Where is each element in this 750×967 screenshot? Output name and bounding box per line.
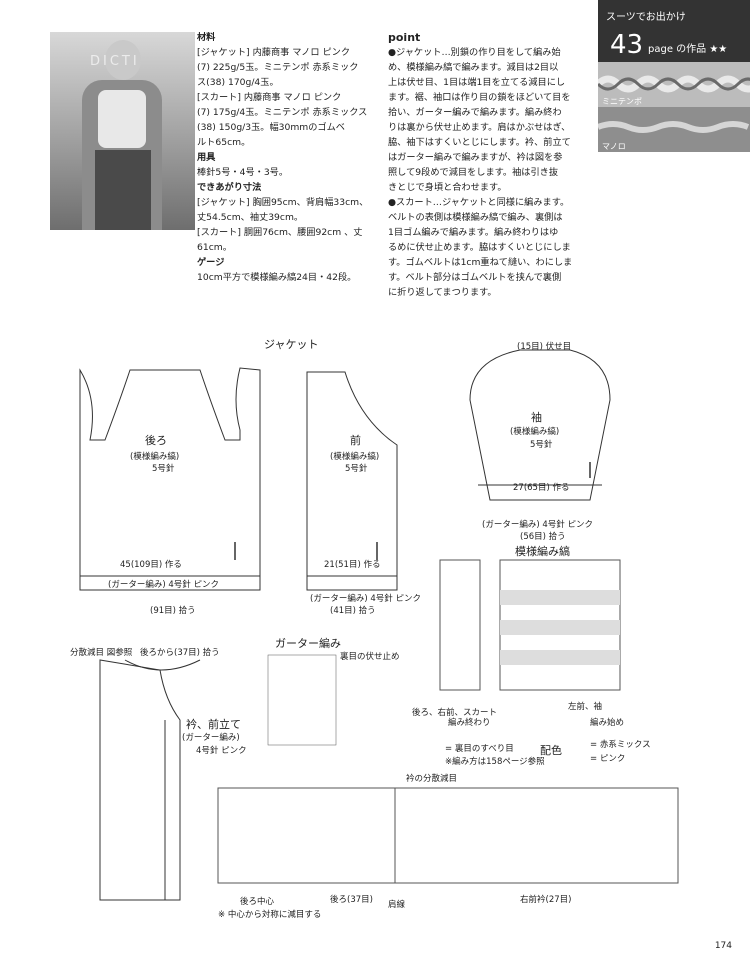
garter-chart-grid <box>267 654 337 746</box>
jacket-label: ジャケット <box>264 338 319 351</box>
collar-piece-outline <box>99 659 181 901</box>
point-line: ます。裾、袖口は作り目の鎖をほどいて目を <box>388 92 571 103</box>
materials-block: 材料 [ジャケット] 内藤商事 マノロ ピンク (7) 225g/5玉。ミニテン… <box>197 30 382 285</box>
front-garter: (ガーター編み) 4号針 ピンク <box>310 594 421 604</box>
back-needle: 5号針 <box>152 464 175 474</box>
back-width: (91目) 拾う <box>150 606 196 616</box>
point-line: 照して9段めで減目をします。袖は引き抜 <box>388 167 559 178</box>
sleeve-top: (15目) 伏せ目 <box>517 342 572 352</box>
size-heading: できあがり寸法 <box>197 182 262 193</box>
size-line: [スカート] 胴囲76cm、腰囲92cm 、丈 <box>197 227 363 238</box>
sleeve-title: 袖 <box>531 411 542 424</box>
stripe-bottom1: 後ろ、右前、スカート <box>412 708 498 718</box>
legend-color1: = 赤系ミックス <box>590 740 651 750</box>
point-line: す。ゴムベルトは1cm重ねて縫い、わにしま <box>388 257 573 268</box>
gauge-heading: ゲージ <box>197 257 225 268</box>
materials-line: (38) 150g/3玉。幅30mmのゴムベ <box>197 122 345 133</box>
sleeve-outline <box>469 349 611 501</box>
stripe-chart-title: 模様編み縞 <box>515 545 570 558</box>
back-garter: (ガーター編み) 4号針 ピンク <box>108 580 219 590</box>
model-photo: DICTI <box>50 32 195 230</box>
garter-chart-note: 裏目の伏せ止め <box>340 652 400 662</box>
legend-sym: = 裏目のすべり目 <box>445 744 514 754</box>
point-line: 脇、袖下はすくいとじにします。衿、前立て <box>388 137 571 148</box>
point-line: 上は伏せ目、1目は端1目を立てる減目にし <box>388 77 566 88</box>
point-line: はガーター編みで編みますが、衿は図を参 <box>388 152 563 163</box>
materials-line: (7) 225g/5玉。ミニテンポ 赤系ミック <box>197 62 359 73</box>
collar-chart-title: 衿の分散減目 <box>406 774 458 784</box>
collar-chart-shoulder: 肩線 <box>388 900 406 910</box>
point-line: ●ジャケット…別鎖の作り目をして編み始 <box>388 47 561 58</box>
stripe-chart-grid <box>439 559 621 691</box>
project-header: スーツでお出かけ 43 page の作品 ★★ <box>598 0 750 62</box>
sleeve-width: (56目) 拾う <box>520 532 566 542</box>
yarn1-label: ミニテンポ <box>602 97 642 106</box>
collar-pick: 後ろから(37目) 拾う <box>140 648 220 658</box>
point-line: るめに伏せ止めます。脇はすくいとじにしま <box>388 242 571 253</box>
project-category: スーツでお出かけ <box>606 12 686 23</box>
sleeve-needle: 5号針 <box>530 440 553 450</box>
stripe-bottom2: 左前、袖 <box>568 702 603 712</box>
sleeve-garter: (ガーター編み) 4号針 ピンク <box>482 520 593 530</box>
materials-heading: 材料 <box>197 32 216 43</box>
point-line: す。ベルト部分はゴムベルトを挟んで裏側 <box>388 272 562 283</box>
watermark-text: DICTI <box>90 54 140 69</box>
legend-color: 配色 <box>540 744 562 757</box>
front-title: 前 <box>350 434 361 447</box>
materials-line: (7) 175g/4玉。ミニテンポ 赤系ミックス <box>197 107 368 118</box>
point-line: きとじで身頃と合わせます。 <box>388 182 507 193</box>
point-line: に折り返してまつります。 <box>388 287 497 298</box>
legend-sym2: ※編み方は158ページ参照 <box>445 757 545 767</box>
yarn-swatch-minitempo: ミニテンポ <box>598 62 750 107</box>
materials-line: ルト65cm。 <box>197 137 251 148</box>
materials-line: [ジャケット] 内藤商事 マノロ ピンク <box>197 47 351 58</box>
collar-chart-center: 後ろ中心 <box>240 897 275 907</box>
collar-chart-right: 右前衿(27目) <box>520 895 572 905</box>
yarn2-label: マノロ <box>602 142 626 151</box>
project-page-label: page の作品 ★★ <box>648 44 728 55</box>
tools-text: 棒針5号・4号・3号。 <box>197 167 289 178</box>
point-heading: point <box>388 31 421 44</box>
materials-line: ス(38) 170g/4玉。 <box>197 77 279 88</box>
stripe-start: 編み始め <box>590 718 625 728</box>
page-number: 174 <box>714 941 732 951</box>
size-line: [ジャケット] 胸囲95cm、背肩幅33cm、 <box>197 197 369 208</box>
materials-line: [スカート] 内藤商事 マノロ ピンク <box>197 92 342 103</box>
project-number: 43 <box>610 30 644 60</box>
point-line: め、模様編み縞で編みます。減目は2目以 <box>388 62 559 73</box>
size-line: 丈54.5cm、袖丈39cm。 <box>197 212 304 223</box>
point-block: point ●ジャケット…別鎖の作り目をして編み始 め、模様編み縞で編みます。減… <box>388 30 590 300</box>
collar-note: 分散減目 図参照 <box>70 648 133 658</box>
gauge-text: 10cm平方で模様編み縞24目・42段。 <box>197 272 357 283</box>
point-line: ベルトの表側は模様編み縞で編み、裏側は <box>388 212 563 223</box>
point-line: 1目ゴム編みで編みます。編み終わりはゆ <box>388 227 559 238</box>
front-sub: (模様編み縞) <box>330 452 380 462</box>
collar-needle: 4号針 ピンク <box>196 746 247 756</box>
front-width: (41目) 拾う <box>330 606 376 616</box>
sleeve-sub: (模様編み縞) <box>510 427 560 437</box>
point-line: 拾い、ガーター編みで編みます。編み終わ <box>388 107 562 118</box>
collar-sub: (ガーター編み) <box>182 733 240 743</box>
collar-title: 衿、前立て <box>186 718 241 731</box>
back-cast: 45(109目) 作る <box>120 560 182 570</box>
collar-chart-back: 後ろ(37目) <box>330 895 373 905</box>
tools-heading: 用具 <box>197 152 216 163</box>
collar-chart-note: ※ 中心から対称に減目する <box>218 910 322 920</box>
stripe-end: 編み終わり <box>448 718 491 728</box>
back-piece-outline <box>79 367 261 591</box>
yarn-swatch-manoro: マノロ <box>598 107 750 152</box>
point-line: りは裏から伏せ止めます。肩はかぶせはぎ、 <box>388 122 571 133</box>
point-line: ●スカート…ジャケットと同様に編みます。 <box>388 197 570 208</box>
garter-chart-title: ガーター編み <box>275 637 341 650</box>
front-piece-outline <box>306 371 398 591</box>
legend-color2: = ピンク <box>590 754 626 764</box>
front-cast: 21(51目) 作る <box>324 560 381 570</box>
collar-decrease-chart <box>217 787 679 884</box>
size-line: 61cm。 <box>197 242 232 253</box>
front-needle: 5号針 <box>345 464 368 474</box>
back-sub: (模様編み縞) <box>130 452 180 462</box>
sleeve-cast: 27(65目) 作る <box>513 483 570 493</box>
back-title: 後ろ <box>145 434 167 447</box>
